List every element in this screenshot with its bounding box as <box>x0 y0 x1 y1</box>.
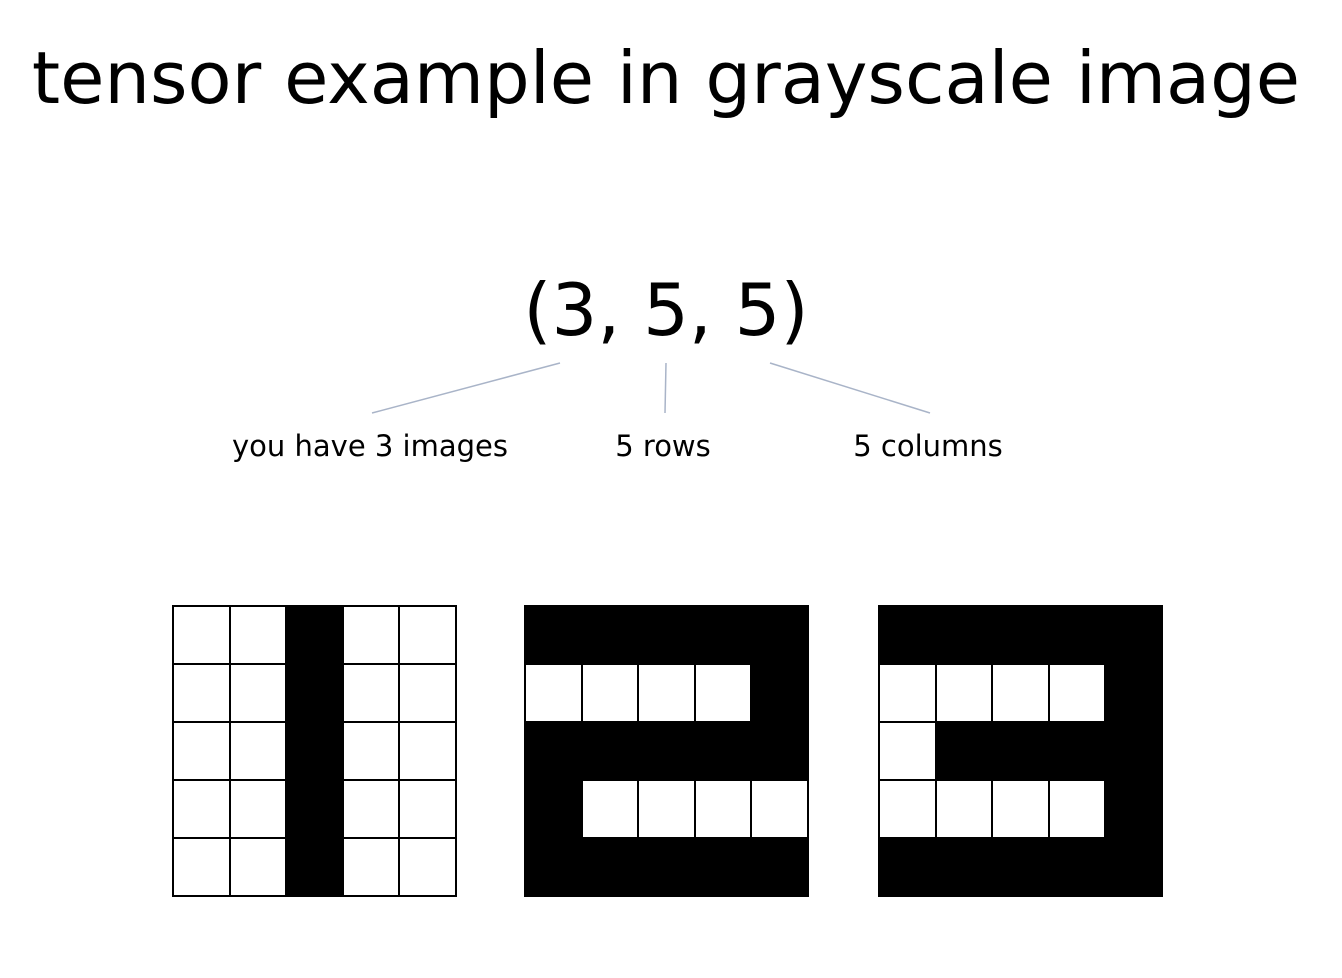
pixel-cell <box>752 781 807 837</box>
pixel-cell <box>936 607 992 663</box>
pixel-cell <box>993 665 1048 721</box>
pixel-cell <box>639 839 694 895</box>
pixel-cell <box>1049 665 1105 721</box>
pixel-cell <box>936 781 992 837</box>
pixel-cell <box>400 839 455 895</box>
image-grid-digit-1 <box>172 605 457 897</box>
pixel-cell <box>526 839 581 895</box>
connector-images <box>371 362 561 414</box>
pixel-cell <box>936 839 992 895</box>
pixel-cell <box>400 781 455 837</box>
pixel-cell <box>695 665 751 721</box>
pixel-cell <box>526 781 581 837</box>
slide-title: tensor example in grayscale image <box>31 36 1301 120</box>
pixel-cell <box>287 723 342 779</box>
connector-rows <box>664 362 667 414</box>
pixel-cell <box>230 665 286 721</box>
pixel-cell <box>1049 723 1105 779</box>
pixel-cell <box>343 723 399 779</box>
pixel-cell <box>1106 839 1161 895</box>
pixel-cell <box>880 723 935 779</box>
pixel-cell <box>343 607 399 663</box>
pixel-cell <box>230 781 286 837</box>
pixel-cell <box>1106 665 1161 721</box>
pixel-cell <box>174 781 229 837</box>
pixel-cell <box>993 723 1048 779</box>
pixel-cell <box>752 665 807 721</box>
pixel-cell <box>230 723 286 779</box>
pixel-cell <box>695 723 751 779</box>
pixel-cell <box>230 607 286 663</box>
pixel-cell <box>993 607 1048 663</box>
pixel-cell <box>582 839 638 895</box>
pixel-cell <box>287 665 342 721</box>
pixel-cell <box>752 839 807 895</box>
pixel-cell <box>1049 781 1105 837</box>
pixel-cell <box>174 665 229 721</box>
pixel-cell <box>639 723 694 779</box>
pixel-cell <box>695 607 751 663</box>
pixel-cell <box>526 607 581 663</box>
pixel-cell <box>639 781 694 837</box>
pixel-cell <box>400 607 455 663</box>
pixel-cell <box>639 607 694 663</box>
pixel-cell <box>174 723 229 779</box>
pixel-cell <box>880 839 935 895</box>
pixel-cell <box>526 665 581 721</box>
pixel-cell <box>936 723 992 779</box>
image-grid-digit-3 <box>878 605 1163 897</box>
tensor-shape-text: (3, 5, 5) <box>523 268 809 352</box>
pixel-cell <box>343 839 399 895</box>
pixel-cell <box>287 781 342 837</box>
pixel-cell <box>174 607 229 663</box>
pixel-cell <box>582 781 638 837</box>
pixel-cell <box>1049 839 1105 895</box>
pixel-cell <box>343 665 399 721</box>
pixel-cell <box>639 665 694 721</box>
pixel-cell <box>526 723 581 779</box>
label-rows: 5 rows <box>615 429 711 463</box>
pixel-cell <box>880 781 935 837</box>
pixel-cell <box>343 781 399 837</box>
pixel-cell <box>936 665 992 721</box>
pixel-cell <box>287 607 342 663</box>
connector-columns <box>769 362 931 414</box>
pixel-cell <box>1106 781 1161 837</box>
pixel-cell <box>582 665 638 721</box>
pixel-cell <box>400 665 455 721</box>
label-columns: 5 columns <box>853 429 1003 463</box>
pixel-cell <box>230 839 286 895</box>
pixel-cell <box>174 839 229 895</box>
pixel-cell <box>582 723 638 779</box>
pixel-cell <box>1106 723 1161 779</box>
pixel-cell <box>695 781 751 837</box>
pixel-cell <box>880 665 935 721</box>
pixel-cell <box>287 839 342 895</box>
image-grid-digit-2 <box>524 605 809 897</box>
pixel-cell <box>1049 607 1105 663</box>
pixel-cell <box>752 607 807 663</box>
pixel-cell <box>752 723 807 779</box>
pixel-cell <box>1106 607 1161 663</box>
pixel-cell <box>582 607 638 663</box>
pixel-cell <box>400 723 455 779</box>
pixel-cell <box>993 781 1048 837</box>
pixel-cell <box>880 607 935 663</box>
pixel-cell <box>695 839 751 895</box>
pixel-cell <box>993 839 1048 895</box>
label-images: you have 3 images <box>232 429 508 463</box>
